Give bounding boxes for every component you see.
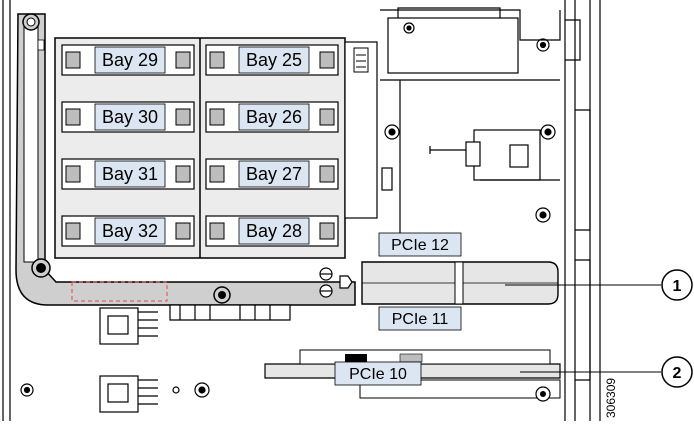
pcie-label-12: PCIe 12 bbox=[391, 237, 449, 254]
bay-label-box bbox=[238, 160, 310, 188]
callout-2-circle bbox=[661, 356, 693, 388]
callout-1-circle bbox=[661, 269, 693, 301]
bay-label-31: Bay 31 bbox=[102, 164, 158, 184]
bay-label-27: Bay 27 bbox=[246, 164, 302, 184]
figure-id: 306309 bbox=[604, 378, 618, 418]
pcie-label-10: PCIe 10 bbox=[349, 366, 407, 383]
pcie-label-11: PCIe 11 bbox=[392, 311, 449, 328]
bay-label-29: Bay 29 bbox=[102, 50, 158, 70]
drive-cage-lever bbox=[15, 13, 356, 306]
bay-label-30: Bay 30 bbox=[102, 107, 158, 127]
bay-label-box bbox=[238, 46, 310, 74]
callout-2-number: 2 bbox=[673, 365, 682, 382]
bay-label-box bbox=[238, 103, 310, 131]
bay-label-box bbox=[94, 103, 166, 131]
pcie-label-box bbox=[334, 361, 422, 386]
bay-label-box bbox=[94, 160, 166, 188]
lower-left-connectors bbox=[20, 304, 291, 413]
bay-label-box bbox=[94, 217, 166, 245]
upper-right-components bbox=[380, 7, 561, 250]
bay-label-28: Bay 28 bbox=[246, 221, 302, 241]
pcie-label-box bbox=[378, 306, 462, 331]
bay-labels: Bay 29 Bay 25 Bay 30 Bay 26 Bay 31 Bay 2… bbox=[94, 46, 310, 245]
drive-sled-latches bbox=[65, 51, 335, 240]
pcie-label-box bbox=[378, 232, 462, 257]
bay-label-26: Bay 26 bbox=[246, 107, 302, 127]
bay-label-box bbox=[94, 46, 166, 74]
callouts: 1 2 bbox=[505, 269, 693, 388]
pcie-labels: PCIe 12 PCIe 11 PCIe 10 bbox=[334, 232, 462, 386]
pcie-riser-assembly bbox=[264, 261, 561, 402]
chassis-outline bbox=[2, 0, 601, 421]
bay-label-32: Bay 32 bbox=[102, 221, 158, 241]
lever-latch-icons bbox=[319, 267, 353, 298]
bay-label-box bbox=[238, 217, 310, 245]
dashed-label-area bbox=[71, 281, 168, 302]
callout-1-number: 1 bbox=[673, 278, 682, 295]
bay-label-25: Bay 25 bbox=[246, 50, 302, 70]
